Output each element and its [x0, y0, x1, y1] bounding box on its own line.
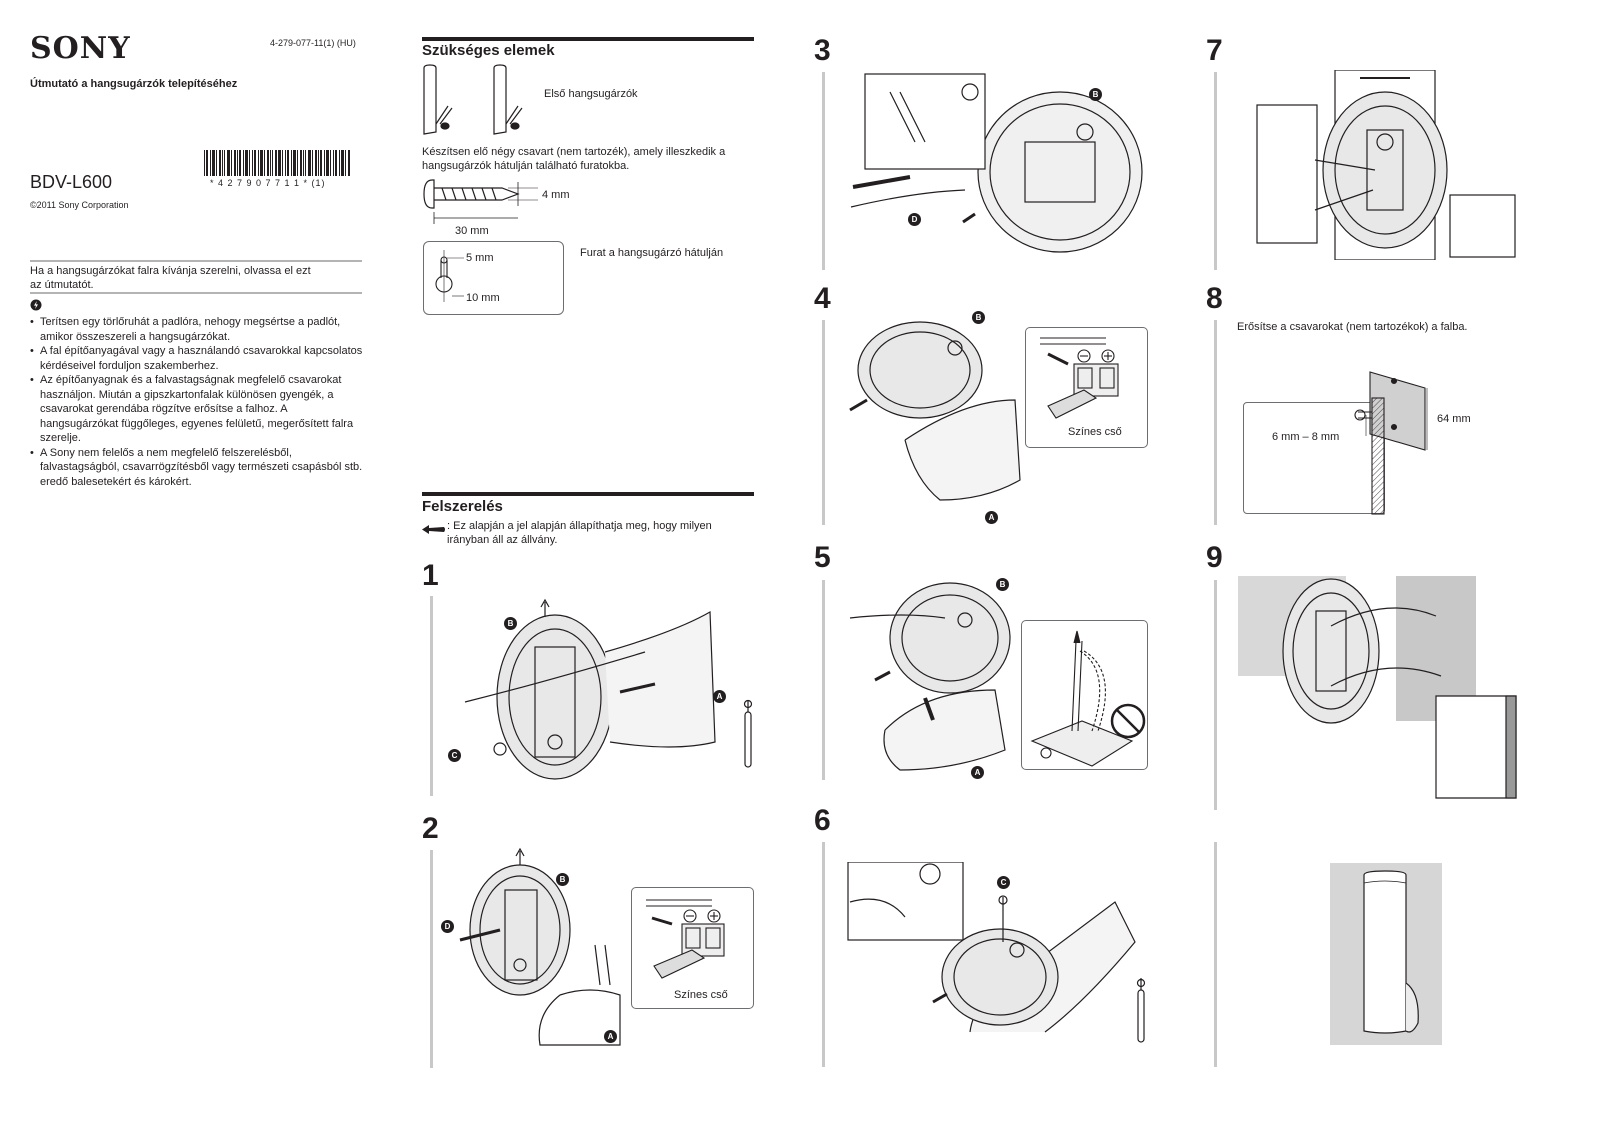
callout-c: C — [448, 749, 461, 762]
install-title: Felszerelés — [422, 498, 503, 515]
dim-10mm: 10 mm — [466, 292, 500, 304]
barcode-digits: * 4 2 7 9 0 7 7 1 1 * (1) — [210, 178, 326, 188]
caution-icon — [30, 298, 42, 311]
warning-item: Az építőanyagnak és a falvastagságnak me… — [30, 373, 366, 446]
terminal-inset — [1025, 327, 1148, 448]
step-bar — [1214, 72, 1217, 270]
screw-instructions: Készítsen elő négy csavart (nem tartozék… — [422, 146, 726, 172]
dim-30mm: 30 mm — [455, 225, 489, 237]
step-number: 9 — [1206, 541, 1223, 574]
step3-illustration — [845, 72, 1150, 267]
page-subtitle: Útmutató a hangsugárzók telepítéséhez — [30, 78, 238, 90]
step2-tube-label: Színes cső — [674, 989, 728, 1001]
step8-instruction: Erősítse a csavarokat (nem tartozékok) a… — [1237, 321, 1468, 333]
divider-bottom — [30, 292, 362, 294]
step-number: 7 — [1206, 34, 1223, 67]
step-number: 2 — [422, 812, 439, 845]
step-number: 6 — [814, 804, 831, 837]
speaker-illustration — [418, 64, 538, 139]
step-bar — [1214, 580, 1217, 810]
step2-illustration — [450, 845, 630, 1050]
callout-a: A — [604, 1030, 617, 1043]
callout-b: B — [504, 617, 517, 630]
callout-d: D — [441, 920, 454, 933]
model-name: BDV-L600 — [30, 172, 113, 192]
callout-c: C — [997, 876, 1010, 889]
step-bar — [1214, 320, 1217, 525]
warning-item: Terítsen egy törlőruhát a padlóra, nehog… — [30, 315, 366, 344]
routing-inset — [1021, 620, 1148, 770]
warning-item: A Sony nem felelős a nem megfelelő felsz… — [30, 446, 366, 490]
barcode — [204, 150, 350, 176]
screw-illustration — [422, 178, 542, 228]
callout-b: B — [1089, 88, 1102, 101]
dim-5mm: 5 mm — [466, 252, 494, 264]
callout-d: D — [908, 213, 921, 226]
step4-illustration — [845, 320, 1025, 520]
required-title: Szükséges elemek — [422, 42, 555, 59]
step-bar — [1214, 842, 1217, 1067]
hole-diagram-box — [423, 241, 564, 315]
callout-b: B — [556, 873, 569, 886]
barcode-graphic — [204, 150, 350, 176]
hole-label: Furat a hangsugárzó hátulján — [580, 247, 724, 259]
callout-b: B — [996, 578, 1009, 591]
step8-illustration — [1350, 368, 1460, 516]
step-bar — [822, 72, 825, 270]
callout-a: A — [713, 690, 726, 703]
callout-a: A — [971, 766, 984, 779]
warning-item: A fal építőanyagával vagy a használandó … — [30, 344, 366, 373]
step4-tube-label: Színes cső — [1068, 426, 1122, 438]
dim-4mm: 4 mm — [542, 189, 570, 201]
install-note: : Ez alapján a jel alapján állapíthatja … — [447, 520, 712, 546]
step-number: 5 — [814, 541, 831, 574]
step-number: 3 — [814, 34, 831, 67]
direction-arrow-icon — [422, 521, 446, 534]
step-number: 8 — [1206, 282, 1223, 315]
step-bar — [822, 580, 825, 780]
step-number: 1 — [422, 559, 439, 592]
callout-a: A — [985, 511, 998, 524]
warning-list: Terítsen egy törlőruhát a padlóra, nehog… — [30, 315, 366, 489]
dim-6-8mm: 6 mm – 8 mm — [1272, 431, 1340, 443]
mounted-speaker-illustration — [1330, 863, 1442, 1045]
step1-illustration — [445, 592, 760, 792]
copyright: ©2011 Sony Corporation — [30, 200, 129, 210]
step7-illustration — [1255, 70, 1520, 260]
sony-logo: SONY — [30, 31, 131, 66]
step-bar — [822, 842, 825, 1067]
dim-64mm: 64 mm — [1437, 413, 1471, 425]
step-bar — [430, 596, 433, 796]
step-bar — [430, 850, 433, 1068]
divider-top — [30, 260, 362, 262]
step9-illustration — [1236, 576, 1536, 801]
doc-number: 4-279-077-11(1) (HU) — [270, 38, 356, 48]
step5-illustration — [845, 580, 1025, 775]
wall-diagram-box — [1243, 402, 1385, 514]
step-bar — [822, 320, 825, 525]
callout-b: B — [972, 311, 985, 324]
step6-illustration — [845, 862, 1155, 1057]
step-number: 4 — [814, 282, 831, 315]
intro-note: Ha a hangsugárzókat falra kívánja szerel… — [30, 265, 311, 291]
section-rule — [422, 37, 754, 41]
speaker-label: Első hangsugárzók — [544, 88, 638, 100]
terminal-inset — [631, 887, 754, 1009]
section-rule — [422, 492, 754, 496]
